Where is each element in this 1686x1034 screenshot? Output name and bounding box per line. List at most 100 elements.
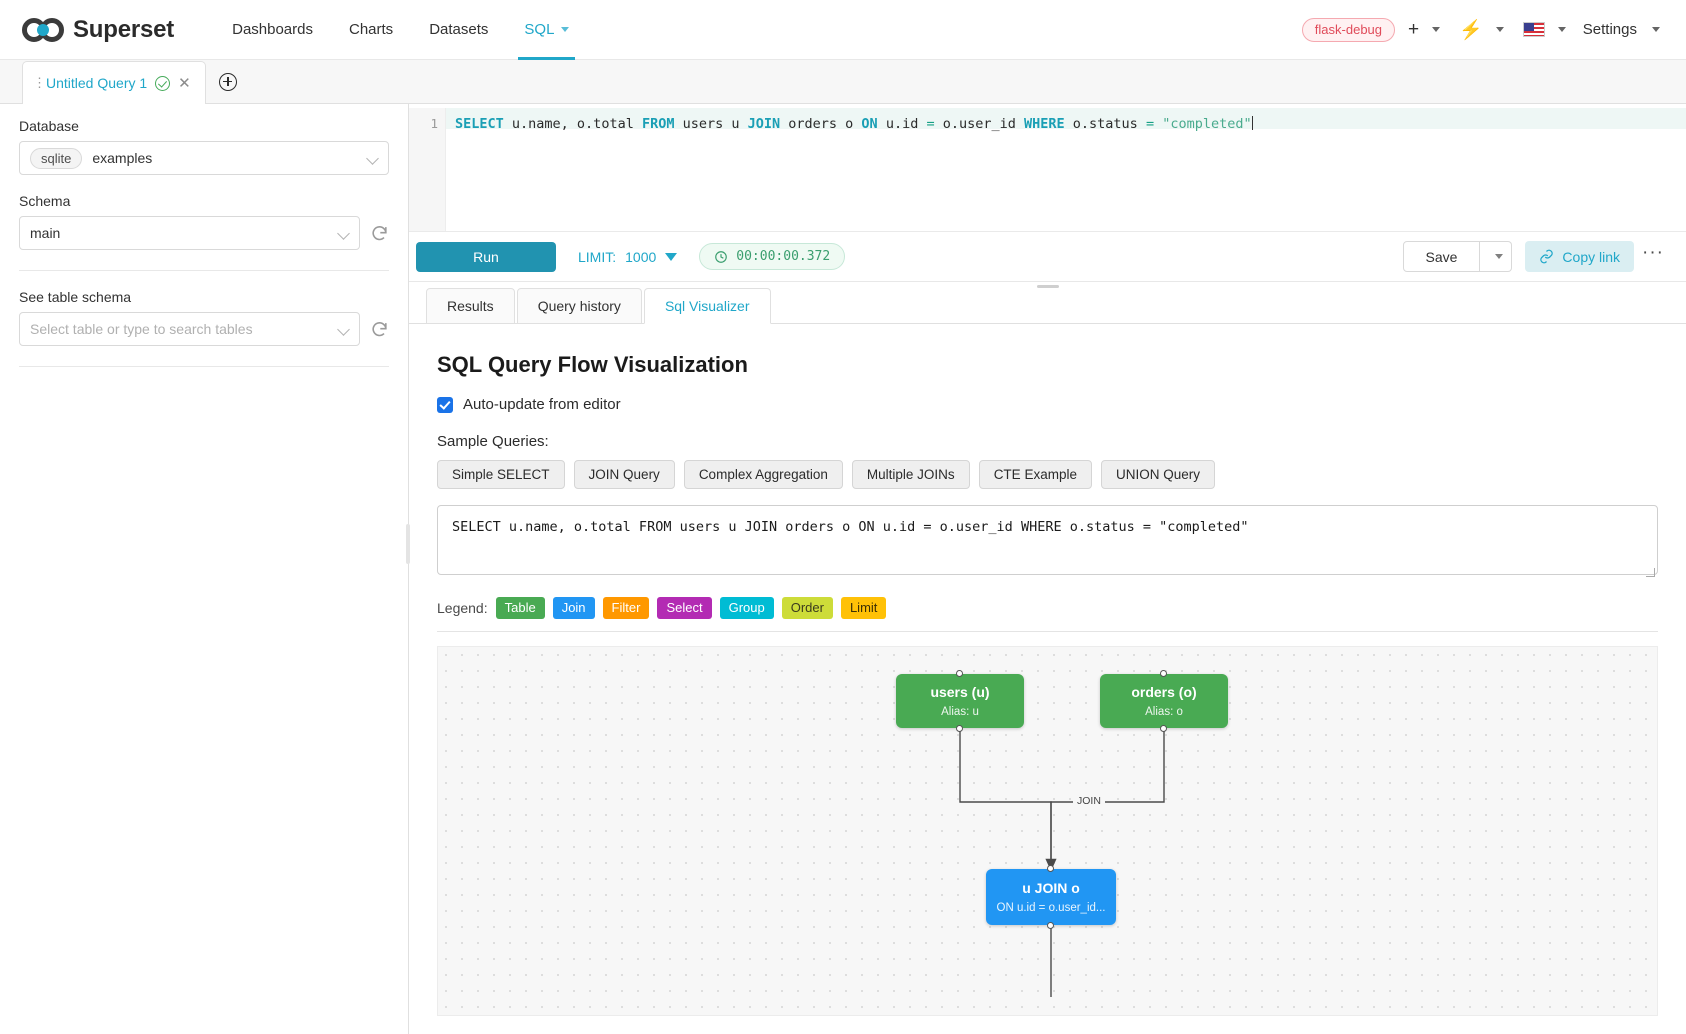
nav-link-dashboards[interactable]: Dashboards	[214, 0, 331, 60]
panel-resize-handle[interactable]	[406, 524, 410, 564]
copy-link-button[interactable]: Copy link	[1525, 241, 1635, 272]
superset-logo-icon	[22, 17, 64, 43]
sample-button-complex-aggregation[interactable]: Complex Aggregation	[683, 460, 843, 489]
editor-resize-handle[interactable]	[1036, 285, 1059, 288]
query-tab-label: Untitled Query 1	[46, 75, 148, 91]
result-tab-bar: Results Query history Sql Visualizer	[409, 282, 1686, 324]
plus-circle-icon	[218, 72, 237, 91]
legend: Legend: Table Join Filter Select Group O…	[437, 597, 1658, 619]
sql-input[interactable]	[437, 505, 1658, 575]
node-port-top	[1047, 865, 1054, 872]
database-engine-pill: sqlite	[30, 147, 83, 169]
table-select[interactable]: Select table or type to search tables	[19, 312, 360, 346]
nav-link-charts-label: Charts	[349, 21, 394, 38]
clock-icon	[715, 250, 728, 263]
sample-button-join-query[interactable]: JOIN Query	[573, 460, 675, 489]
graph-node-orders[interactable]: orders (o) Alias: o	[1100, 670, 1228, 732]
sample-button-cte-example[interactable]: CTE Example	[978, 460, 1092, 489]
settings-menu-button[interactable]: Settings	[1579, 21, 1664, 38]
auto-update-checkbox[interactable]	[437, 396, 453, 413]
node-title: u JOIN o	[1022, 879, 1080, 896]
refresh-tables-icon[interactable]	[370, 320, 389, 339]
sql-editor[interactable]: 1 SELECT u.name, o.total FROM users u JO…	[409, 104, 1686, 232]
resize-grip-icon[interactable]	[1646, 568, 1655, 577]
nav-link-sql[interactable]: SQL	[506, 0, 587, 60]
limit-dropdown[interactable]: LIMIT: 1000	[578, 248, 678, 265]
tab-sql-visualizer[interactable]: Sql Visualizer	[643, 288, 771, 324]
legend-chip-table: Table	[495, 597, 545, 619]
node-port-bottom	[1160, 725, 1167, 732]
bolt-menu-button[interactable]: ⚡	[1453, 14, 1510, 46]
page-title: SQL Query Flow Visualization	[437, 352, 748, 377]
sample-button-union-query[interactable]: UNION Query	[1100, 460, 1215, 489]
limit-value: 1000	[625, 248, 657, 265]
chevron-down-icon	[337, 227, 350, 240]
chevron-down-icon	[1652, 27, 1660, 32]
editor-gutter: 1	[409, 108, 446, 231]
settings-label: Settings	[1582, 21, 1637, 38]
more-options-icon[interactable]: ···	[1642, 241, 1664, 263]
panel-divider	[19, 270, 389, 271]
query-valid-icon	[155, 75, 171, 91]
node-port-bottom	[1047, 922, 1054, 929]
superset-brand[interactable]: Superset	[22, 16, 174, 44]
drag-grip-icon[interactable]: ⋮	[33, 75, 46, 90]
chevron-down-icon	[1495, 254, 1504, 259]
node-title: orders (o)	[1131, 683, 1197, 700]
edge-users-to-join	[959, 730, 1057, 872]
graph-node-users[interactable]: users (u) Alias: u	[896, 670, 1024, 732]
bolt-icon: ⚡	[1459, 19, 1483, 41]
sql-lab-body: Database sqlite examples Schema main See…	[0, 104, 1686, 1034]
save-dropdown-button[interactable]	[1480, 241, 1513, 272]
run-button[interactable]: Run	[416, 241, 556, 272]
sample-queries-row: Simple SELECT JOIN Query Complex Aggrega…	[437, 460, 1658, 489]
node-subtitle: ON u.id = o.user_id...	[996, 902, 1106, 915]
legend-divider	[437, 631, 1658, 632]
node-subtitle: Alias: u	[941, 706, 979, 719]
legend-label: Legend:	[437, 600, 488, 616]
tab-results[interactable]: Results	[426, 288, 515, 324]
nav-link-charts[interactable]: Charts	[331, 0, 411, 60]
node-title: users (u)	[930, 683, 990, 700]
table-schema-row: Select table or type to search tables	[19, 312, 389, 346]
sample-button-multiple-joins[interactable]: Multiple JOINs	[851, 460, 970, 489]
sample-button-simple-select[interactable]: Simple SELECT	[437, 460, 565, 489]
save-button[interactable]: Save	[1402, 241, 1481, 272]
us-flag-icon	[1522, 22, 1545, 37]
graph-node-join[interactable]: u JOIN o ON u.id = o.user_id...	[986, 865, 1116, 929]
add-query-tab-button[interactable]	[206, 60, 250, 103]
sql-input-wrapper	[437, 505, 1658, 580]
database-label: Database	[19, 118, 79, 134]
editor-code-area[interactable]: SELECT u.name, o.total FROM users u JOIN…	[446, 108, 1686, 231]
query-flow-canvas[interactable]: JOIN users (u) Alias: u orders (o) Alias…	[437, 646, 1658, 1016]
copy-link-label: Copy link	[1562, 248, 1621, 265]
schema-select[interactable]: main	[19, 216, 360, 250]
see-table-schema-label: See table schema	[19, 289, 132, 305]
edge-orders-to-join	[1050, 730, 1165, 865]
language-menu-button[interactable]	[1517, 18, 1572, 41]
nav-link-sql-label: SQL	[524, 21, 555, 38]
legend-chip-join: Join	[552, 597, 595, 619]
chevron-down-icon	[366, 152, 379, 165]
sample-queries-label: Sample Queries:	[437, 433, 549, 450]
nav-link-datasets[interactable]: Datasets	[411, 0, 506, 60]
link-icon	[1540, 249, 1554, 264]
close-icon[interactable]: ✕	[178, 74, 191, 92]
node-port-bottom	[956, 725, 963, 732]
toolbar-right-actions: Save Copy link ···	[1402, 241, 1673, 272]
legend-chip-select: Select	[657, 597, 712, 619]
refresh-schema-icon[interactable]	[370, 224, 389, 243]
sql-visualizer-panel: SQL Query Flow Visualization Auto-update…	[409, 324, 1686, 1034]
database-select[interactable]: sqlite examples	[19, 141, 389, 175]
node-port-top	[956, 670, 963, 677]
new-menu-button[interactable]: +	[1402, 15, 1446, 45]
table-select-placeholder: Select table or type to search tables	[30, 321, 253, 337]
panel-divider-2	[19, 366, 389, 367]
legend-chip-order: Order	[781, 597, 833, 619]
caret-down-icon	[1557, 27, 1566, 32]
node-subtitle: Alias: o	[1145, 706, 1183, 719]
tab-sql-visualizer-label: Sql Visualizer	[664, 298, 750, 314]
tab-query-history[interactable]: Query history	[516, 288, 642, 324]
right-editor-panel: 1 SELECT u.name, o.total FROM users u JO…	[409, 104, 1686, 1034]
query-tab-untitled-query-1[interactable]: ⋮ Untitled Query 1 ✕	[22, 61, 206, 104]
